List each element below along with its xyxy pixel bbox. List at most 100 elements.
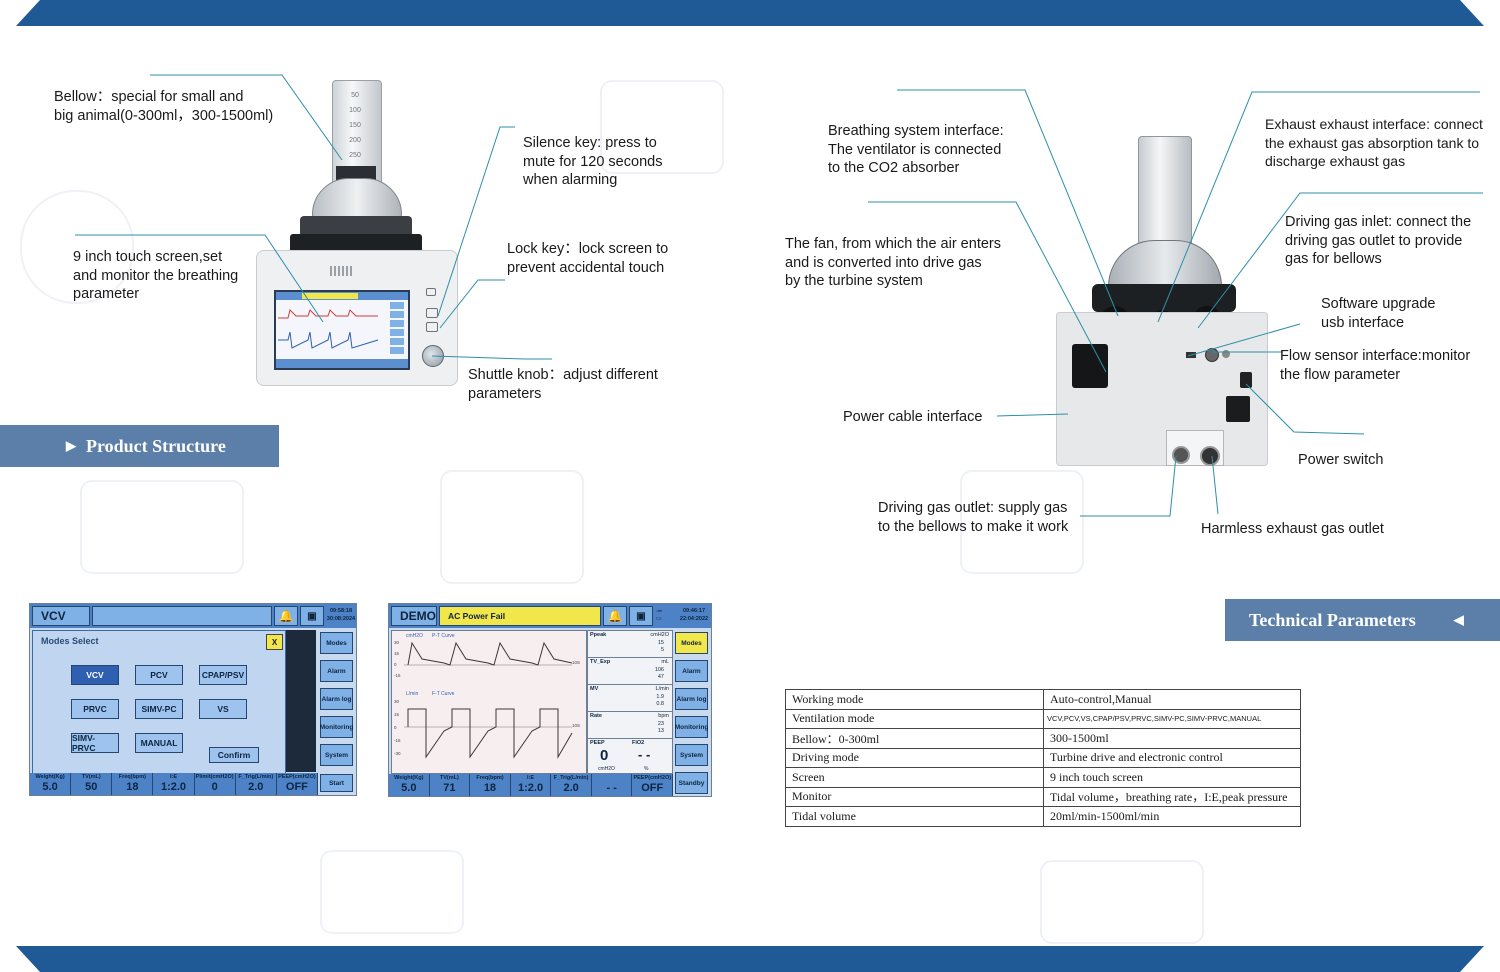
- clock-date: 22:04:2022: [679, 616, 709, 622]
- section-title: Technical Parameters: [1249, 609, 1416, 630]
- clock-time: 09:46:17: [682, 608, 706, 614]
- waveform-curves: [404, 641, 573, 759]
- shuttle-knob[interactable]: [422, 345, 444, 367]
- mode-button-vcv[interactable]: VCV: [71, 665, 119, 685]
- bellow-scale: 50100150200250300: [349, 92, 361, 174]
- callout-breathing-interface: Breathing system interface: The ventilat…: [828, 123, 1004, 176]
- dialog-title: Modes Select: [41, 636, 99, 646]
- mode-button-cpap-psv[interactable]: CPAP/PSV: [199, 665, 247, 685]
- side-button-modes[interactable]: Modes: [675, 632, 708, 654]
- callout-lock-key: Lock key：lock screen to prevent accident…: [507, 241, 669, 276]
- triangle-right-icon: ▶: [66, 438, 76, 453]
- section-title: Product Structure: [86, 435, 226, 456]
- background-pattern: [80, 480, 244, 574]
- side-button-alarm[interactable]: Alarm: [675, 660, 708, 682]
- background-pattern: [1040, 860, 1204, 944]
- lock-key-icon[interactable]: [426, 322, 438, 332]
- callout-silence-key: Silence key: press to mute for 120 secon…: [523, 135, 663, 188]
- param-ftrig[interactable]: F_Trig(L/min)2.0: [551, 774, 592, 796]
- side-button-alarm[interactable]: Alarm: [320, 660, 353, 682]
- side-button-standby[interactable]: Standby: [675, 772, 708, 794]
- bottom-band: [0, 946, 1500, 972]
- mode-indicator: VCV: [32, 606, 90, 626]
- modes-select-dialog: Modes Select X VCV PCV CPAP/PSV PRVC SIM…: [32, 630, 286, 774]
- clock-date: 30:08:2024: [326, 616, 356, 622]
- param-peep[interactable]: PEEP(cmH2O)OFF: [277, 773, 318, 795]
- waveform-panel: cmH2O P-T Curve L/min F-T Curve 10S 10S …: [391, 630, 587, 774]
- callout-exhaust-interface: Exhaust exhaust interface: connect the e…: [1265, 116, 1483, 169]
- side-button-monitoring[interactable]: Monitoring: [320, 716, 353, 738]
- alarm-message: AC Power Fail: [439, 606, 601, 626]
- side-button-alarm-log[interactable]: Alarm log: [675, 688, 708, 710]
- clock-time: 09:58:18: [329, 608, 353, 614]
- mode-indicator: DEMO: [391, 606, 437, 626]
- background-pattern: [320, 850, 464, 934]
- param-tv[interactable]: TV(mL)71: [430, 774, 471, 796]
- top-band: [0, 0, 1500, 26]
- side-button-start[interactable]: Start: [320, 774, 353, 792]
- confirm-button[interactable]: Confirm: [209, 747, 259, 763]
- bell-icon[interactable]: 🔔: [274, 606, 298, 626]
- param-peep[interactable]: PEEP(cmH2O)OFF: [633, 774, 674, 796]
- lock-icon[interactable]: ▣: [300, 606, 324, 626]
- callout-usb-interface: Software upgrade usb interface: [1321, 296, 1436, 331]
- mode-button-pcv[interactable]: PCV: [135, 665, 183, 685]
- background-pattern: [440, 470, 584, 584]
- callout-driving-gas-outlet: Driving gas outlet: supply gas to the be…: [878, 500, 1069, 535]
- mode-button-simv-prvc[interactable]: SIMV-PRVC: [71, 733, 119, 753]
- lock-icon[interactable]: ▣: [629, 606, 653, 626]
- callout-bellow: Bellow：special for small and big animal(…: [54, 89, 274, 124]
- param-plimit[interactable]: Plimit(cmH2O)0: [195, 773, 236, 795]
- side-button-alarm-log[interactable]: Alarm log: [320, 688, 353, 710]
- mode-button-simv-pc[interactable]: SIMV-PC: [135, 699, 183, 719]
- screen-modes-select: VCV 🔔 ▣ 09:58:18 30:08:2024 Modes Select…: [29, 603, 357, 796]
- param-tv[interactable]: TV(mL)50: [71, 773, 113, 795]
- callout-shuttle-knob: Shuttle knob：adjust different parameters: [468, 367, 658, 402]
- close-icon[interactable]: X: [266, 634, 283, 650]
- callout-harmless-exhaust: Harmless exhaust gas outlet: [1201, 521, 1384, 537]
- silence-key-icon[interactable]: [426, 308, 438, 318]
- callout-power-cable: Power cable interface: [843, 409, 983, 425]
- monitor-panel: Ppeak cmH2O 15 5 TV_Exp mL 106 47 MV L/m…: [587, 630, 673, 774]
- monitor-ppeak: Ppeak cmH2O 15 5: [588, 631, 672, 658]
- side-button-modes[interactable]: Modes: [320, 632, 353, 654]
- bell-icon[interactable]: 🔔: [603, 606, 627, 626]
- param-freq[interactable]: Freq(bpm)18: [112, 773, 154, 795]
- side-button-system[interactable]: System: [675, 744, 708, 766]
- callout-power-switch: Power switch: [1298, 452, 1384, 468]
- pt-curve-label: P-T Curve: [432, 633, 455, 639]
- param-weight[interactable]: Weight(Kg)5.0: [389, 774, 430, 796]
- device-touch-screen: [274, 290, 410, 370]
- mode-button-vs[interactable]: VS: [199, 699, 247, 719]
- side-button-monitoring[interactable]: Monitoring: [675, 716, 708, 738]
- background-pattern: [600, 80, 724, 174]
- ft-curve-label: F-T Curve: [432, 691, 455, 697]
- mode-button-manual[interactable]: MANUAL: [135, 733, 183, 753]
- callout-driving-gas-inlet: Driving gas inlet: connect the driving g…: [1285, 214, 1472, 267]
- screen-waveform-monitor: DEMO AC Power Fail 🔔 ▣ ◦━▭ 09:46:17 22:0…: [388, 603, 712, 797]
- param-weight[interactable]: Weight(Kg)5.0: [30, 773, 72, 795]
- mode-button-prvc[interactable]: PRVC: [71, 699, 119, 719]
- section-tab-technical-parameters: Technical Parameters ◀: [1225, 599, 1500, 641]
- monitor-peep-fio2: PEEP FiO2 0 - - cmH2O %: [590, 740, 651, 772]
- callout-touch-screen: 9 inch touch screen,set and monitor the …: [73, 249, 239, 302]
- monitor-mv: MV L/min 1.9 0.8: [588, 685, 672, 712]
- monitor-rate: Rate bpm 23 13: [588, 712, 672, 739]
- param-empty[interactable]: - -: [592, 774, 633, 796]
- param-freq[interactable]: Freq(bpm)18: [470, 774, 511, 796]
- callout-fan: The fan, from which the air enters and i…: [785, 236, 1001, 289]
- param-ftrig[interactable]: F_Trig(L/min)2.0: [236, 773, 277, 795]
- battery-icon: ◦━▭: [656, 609, 662, 622]
- side-button-system[interactable]: System: [320, 744, 353, 766]
- triangle-left-icon: ◀: [1453, 612, 1464, 627]
